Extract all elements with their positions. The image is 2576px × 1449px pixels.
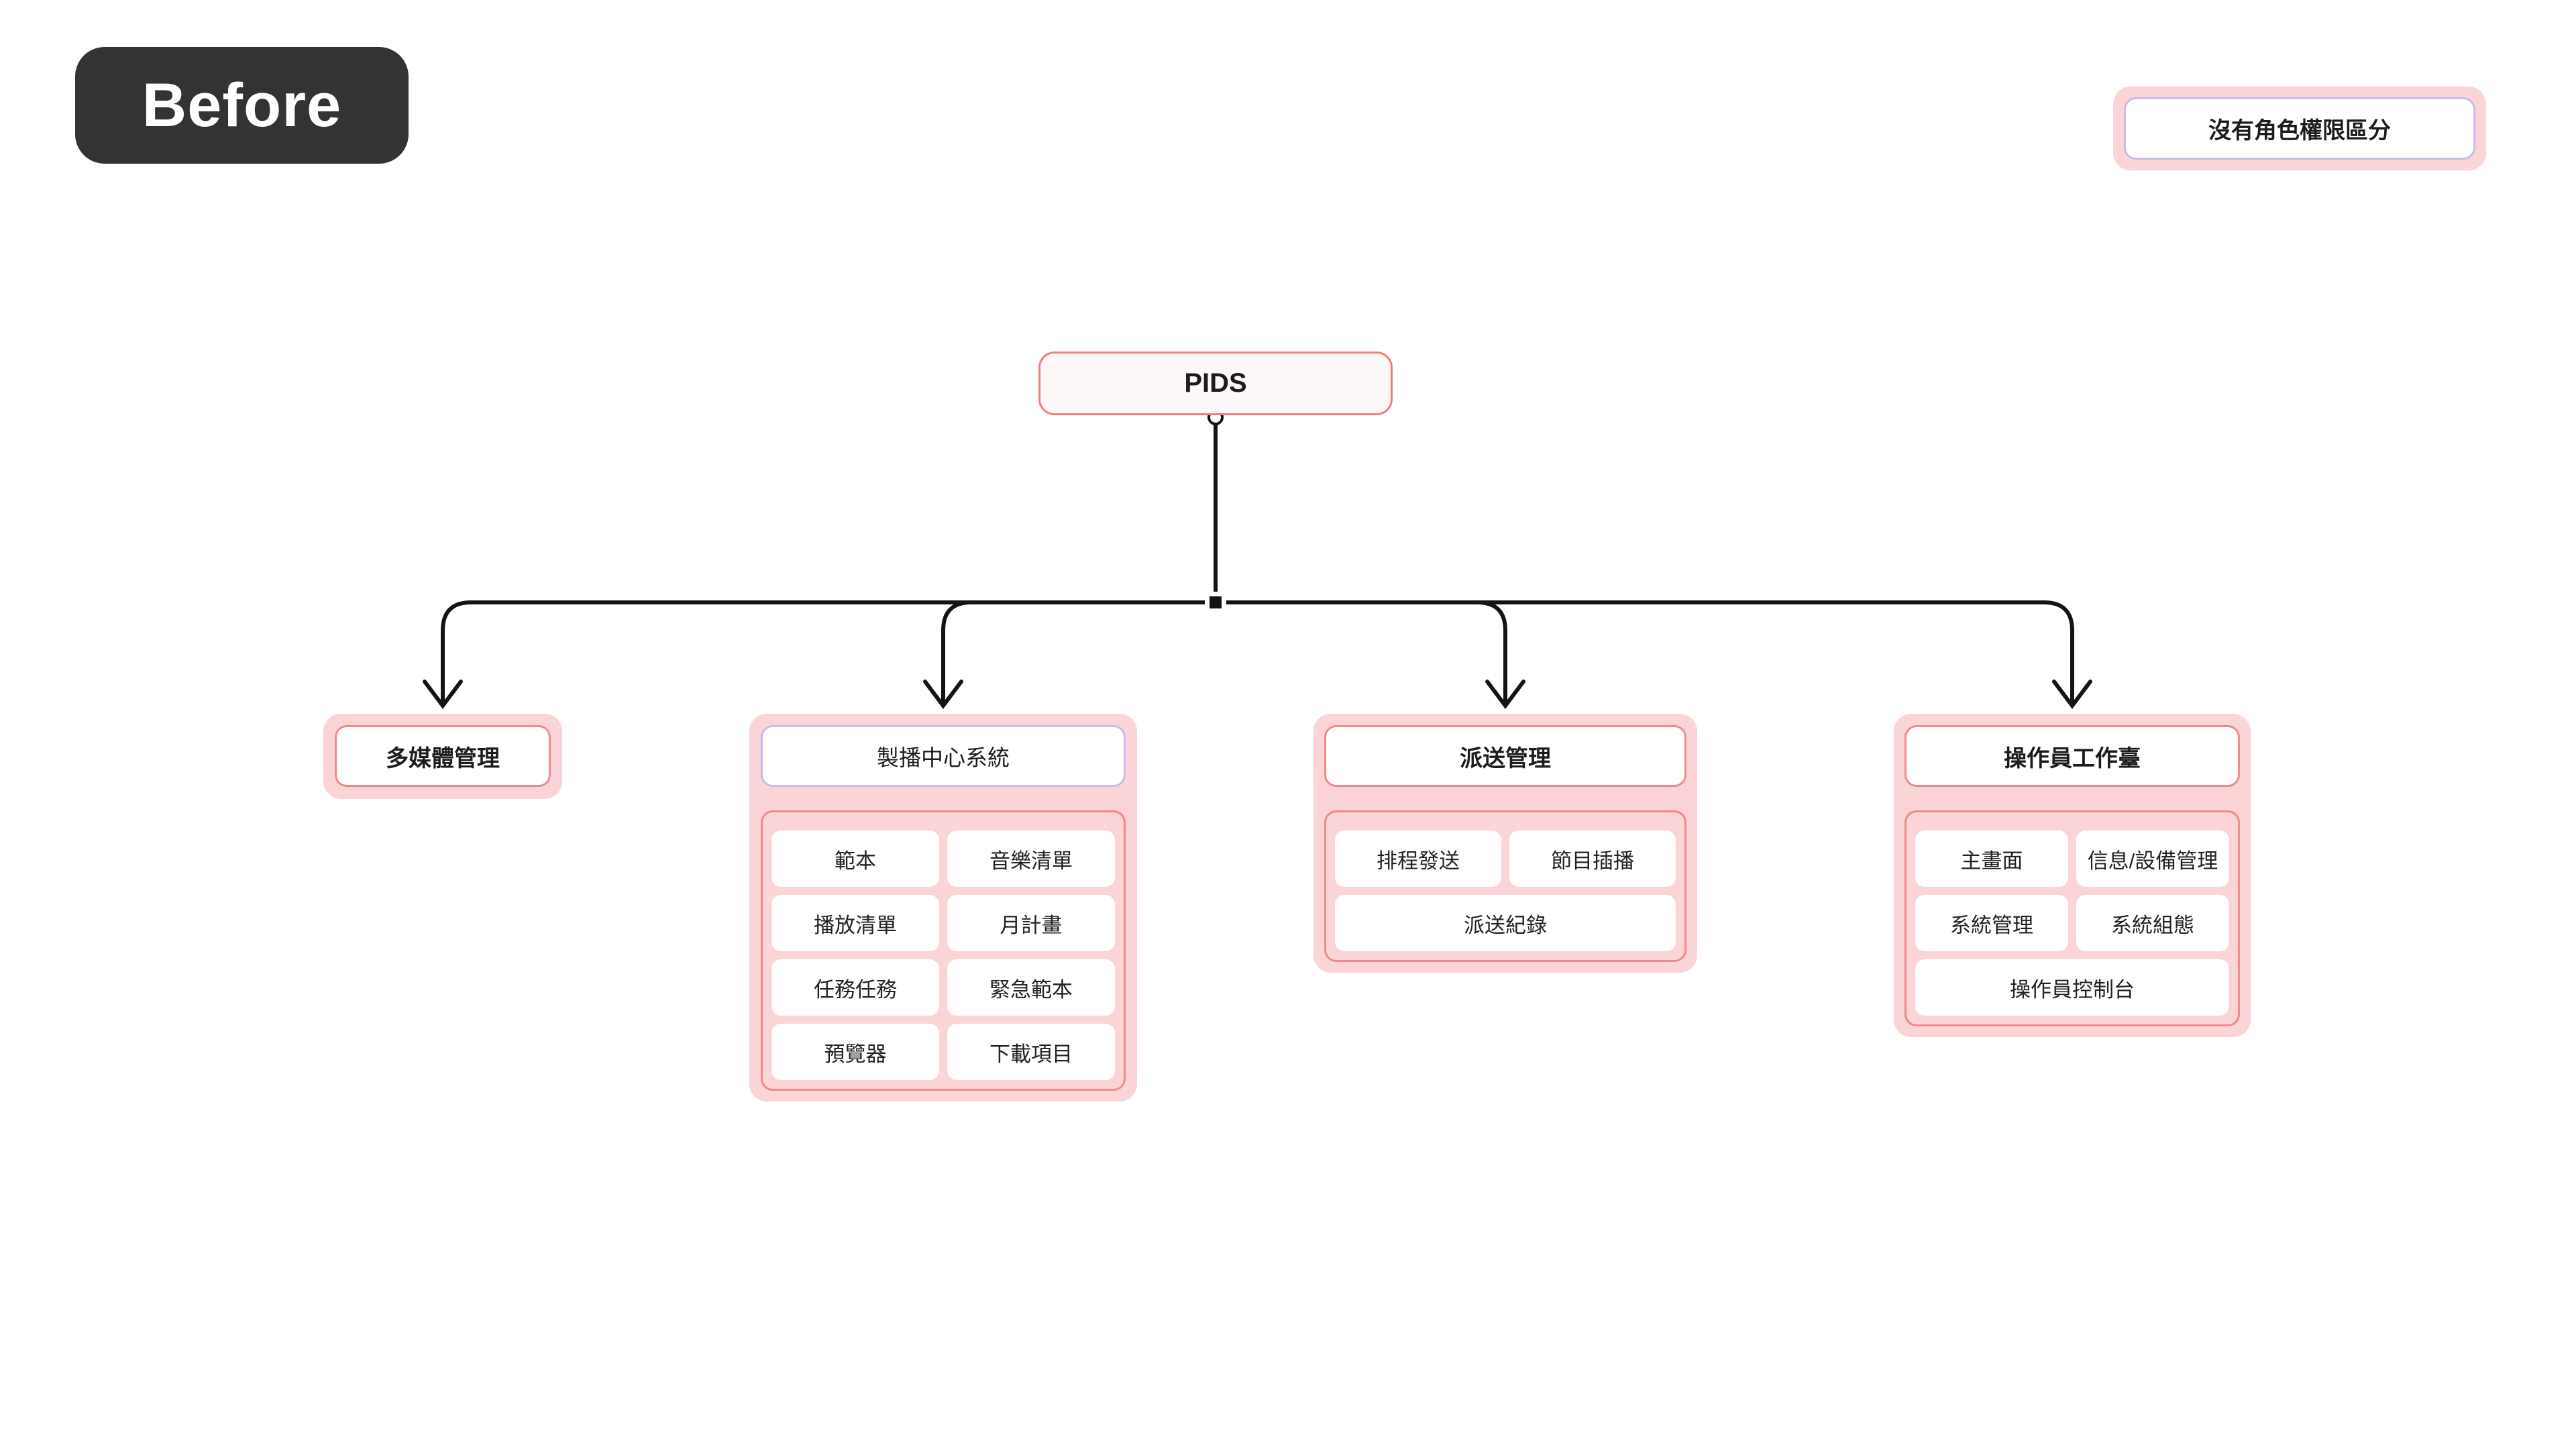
arrowhead-icon — [423, 680, 463, 709]
node-item: 操作員控制台 — [1915, 959, 2229, 1016]
node-item: 緊急範本 — [947, 959, 1115, 1016]
node-item-label: 預覽器 — [824, 1042, 887, 1066]
group-title: 製播中心系統 — [877, 745, 1010, 770]
group-multimedia: 多媒體管理 — [323, 714, 562, 799]
group-title: 操作員工作臺 — [2004, 745, 2141, 771]
annotation-wrapper: 沒有角色權限區分 — [2113, 87, 2486, 170]
node-item-label: 範本 — [835, 849, 876, 873]
node-item-label: 播放清單 — [814, 913, 897, 937]
group-operator-title-box: 操作員工作臺 — [1904, 725, 2240, 787]
junction-square-icon — [1210, 596, 1222, 608]
node-item-label: 月計畫 — [1000, 913, 1063, 937]
node-item-label: 派送紀錄 — [1464, 913, 1547, 937]
node-item: 信息/設備管理 — [2076, 830, 2229, 887]
connector-branch-3 — [1216, 600, 1507, 703]
connector-branch-1 — [441, 600, 1216, 703]
arrowhead-icon — [2052, 680, 2092, 709]
node-item: 播放清單 — [771, 895, 939, 951]
node-item: 任務任務 — [771, 959, 939, 1016]
node-pids-label: PIDS — [1184, 368, 1247, 398]
node-item-label: 排程發送 — [1377, 849, 1460, 873]
node-item-label: 緊急範本 — [989, 977, 1073, 1002]
group-production-title-box: 製播中心系統 — [761, 725, 1126, 787]
group-dispatch-title-box: 派送管理 — [1324, 725, 1686, 787]
node-item: 範本 — [771, 830, 939, 887]
group-multimedia-title-box: 多媒體管理 — [335, 725, 551, 787]
node-item-label: 系統組態 — [2111, 913, 2194, 937]
node-item: 月計畫 — [947, 895, 1115, 951]
node-item-label: 任務任務 — [814, 977, 897, 1002]
node-item-label: 系統管理 — [1950, 913, 2033, 937]
node-item: 主畫面 — [1915, 830, 2068, 887]
group-title: 派送管理 — [1460, 745, 1551, 771]
arrowhead-icon — [1485, 680, 1525, 709]
node-item-label: 主畫面 — [1960, 849, 2023, 873]
node-item-label: 下載項目 — [989, 1042, 1073, 1066]
annotation-label: 沒有角色權限區分 — [2208, 118, 2391, 144]
node-item: 系統組態 — [2076, 895, 2229, 951]
node-item-label: 操作員控制台 — [2010, 977, 2135, 1002]
node-item-label: 節目插播 — [1551, 849, 1634, 873]
connector-branch-4 — [1216, 600, 2074, 703]
node-item-label: 音樂清單 — [989, 849, 1073, 873]
annotation-box: 沒有角色權限區分 — [2124, 97, 2475, 160]
node-item-label: 信息/設備管理 — [2087, 849, 2218, 873]
node-item: 音樂清單 — [947, 830, 1115, 887]
node-item: 系統管理 — [1915, 895, 2068, 951]
before-badge-label: Before — [142, 70, 342, 140]
node-pids: PIDS — [1038, 352, 1393, 415]
before-badge: Before — [75, 47, 409, 164]
node-item: 派送紀錄 — [1335, 895, 1676, 951]
connector-branch-2 — [941, 600, 1216, 703]
group-title: 多媒體管理 — [386, 745, 500, 771]
node-item: 預覽器 — [771, 1024, 939, 1080]
arrowhead-icon — [923, 680, 963, 709]
node-item: 排程發送 — [1335, 830, 1501, 887]
node-item: 下載項目 — [947, 1024, 1115, 1080]
node-item: 節目插播 — [1509, 830, 1676, 887]
